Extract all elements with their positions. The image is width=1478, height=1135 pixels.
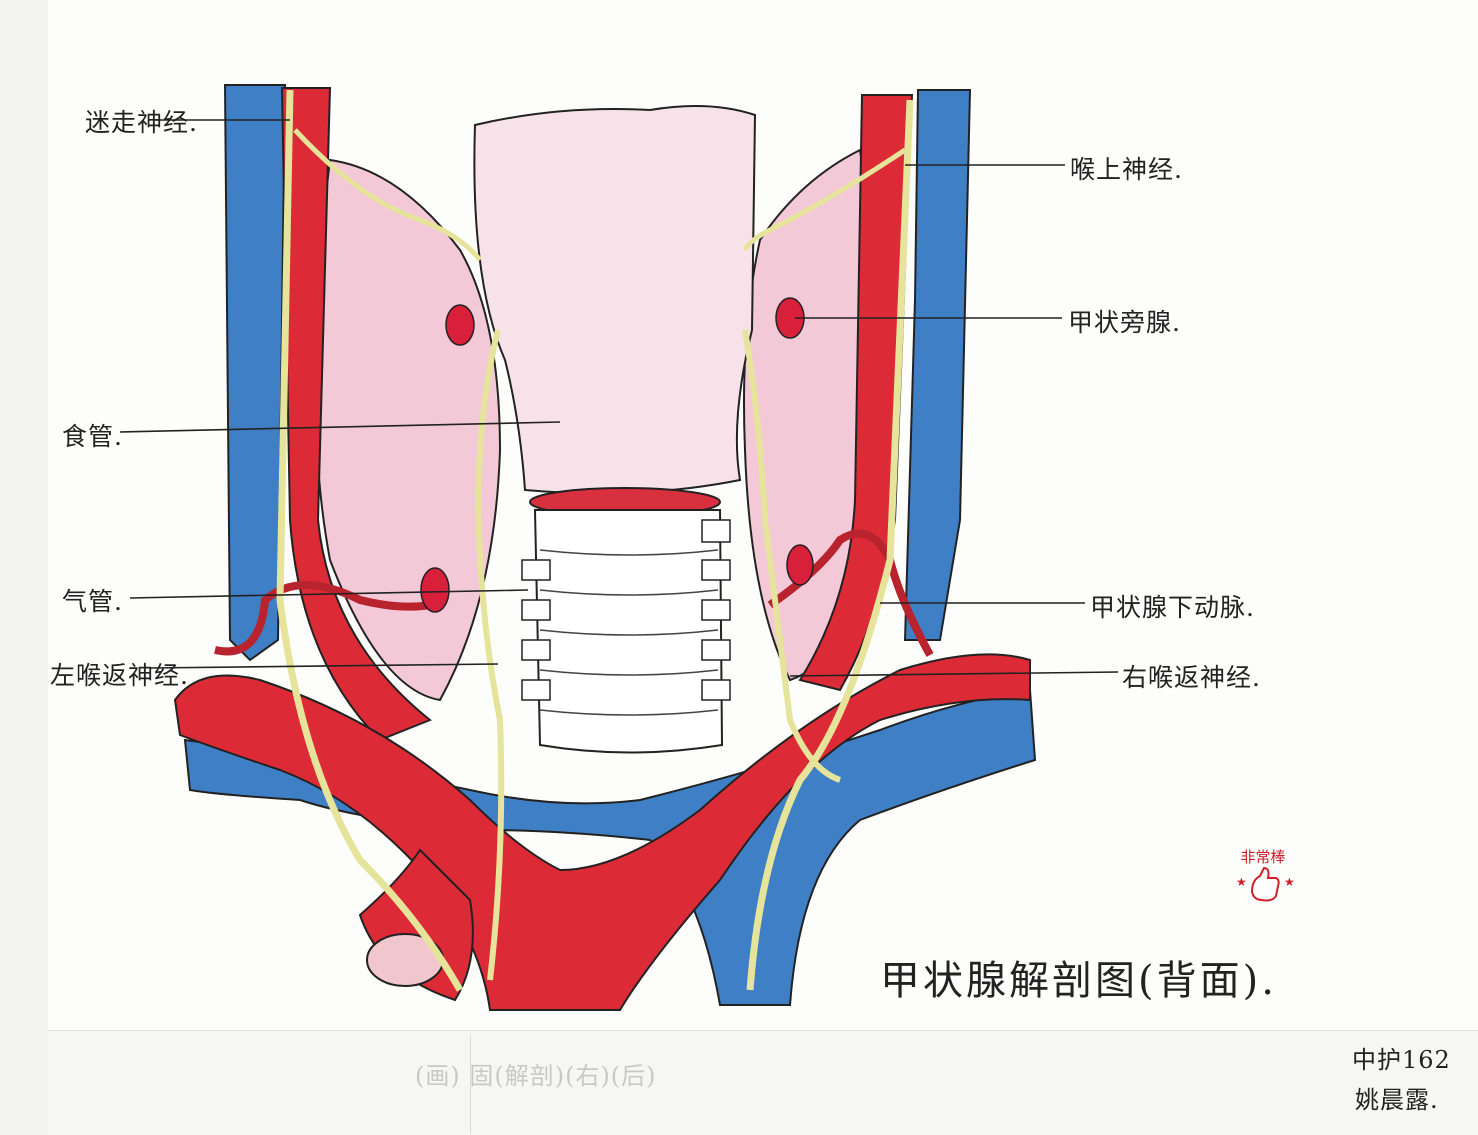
right-internal-jugular-vein — [903, 89, 972, 641]
left-internal-jugular-vein — [223, 84, 287, 662]
thumbs-up-icon — [1250, 866, 1280, 902]
label-trachea: 气管. — [62, 587, 123, 616]
label-vagus-nerve: 迷走神经. — [85, 108, 198, 137]
page-fold-line — [470, 1035, 471, 1134]
praise-stamp: 非常棒 ★ ★ — [1236, 848, 1295, 902]
trachea — [533, 509, 724, 754]
signature-name: 姚晨露. — [1355, 1086, 1439, 1114]
right-recurrent-laryngeal-nerve — [742, 329, 842, 783]
diagram-title: 甲状腺解剖图(背面). — [880, 958, 1277, 1004]
left-recurrent-laryngeal-nerve — [474, 329, 505, 981]
back-page-strip — [48, 1030, 1478, 1135]
left-vagus-nerve — [276, 89, 464, 992]
leader-lines — [119, 119, 1119, 677]
superior-laryngeal-nerve-right — [742, 147, 907, 252]
label-inferior-thyroid-artery: 甲状腺下动脉. — [1090, 593, 1255, 622]
parathyroid-lower-left — [420, 567, 450, 613]
signature-class: 中护162 — [1352, 1046, 1451, 1074]
parathyroid-upper-left — [445, 304, 475, 346]
left-common-carotid-artery — [280, 87, 432, 742]
pharynx-esophagus — [473, 105, 757, 495]
superior-laryngeal-nerve-left — [293, 128, 482, 262]
label-superior-laryngeal-nerve: 喉上神经. — [1070, 155, 1183, 184]
label-esophagus: 食管. — [62, 422, 123, 451]
star-icon: ★ — [1236, 875, 1247, 889]
label-parathyroid-gland: 甲状旁腺. — [1068, 308, 1181, 337]
trachea-cartilage-left — [521, 559, 551, 701]
right-vagus-nerve — [746, 99, 914, 991]
inferior-thyroid-artery-left — [214, 581, 431, 656]
bleed-through-text: (画) 固(解剖)(右)(后) — [415, 1062, 657, 1090]
star-icon: ★ — [1284, 875, 1295, 889]
stamp-text: 非常棒 — [1240, 848, 1285, 866]
label-left-recurrent-laryngeal-nerve: 左喉返神经. — [50, 661, 189, 690]
label-right-recurrent-laryngeal-nerve: 右喉返神经. — [1122, 663, 1261, 692]
parathyroid-lower-right — [786, 544, 814, 586]
trachea-cartilage-right — [701, 519, 731, 701]
trachea-rings — [539, 549, 719, 716]
